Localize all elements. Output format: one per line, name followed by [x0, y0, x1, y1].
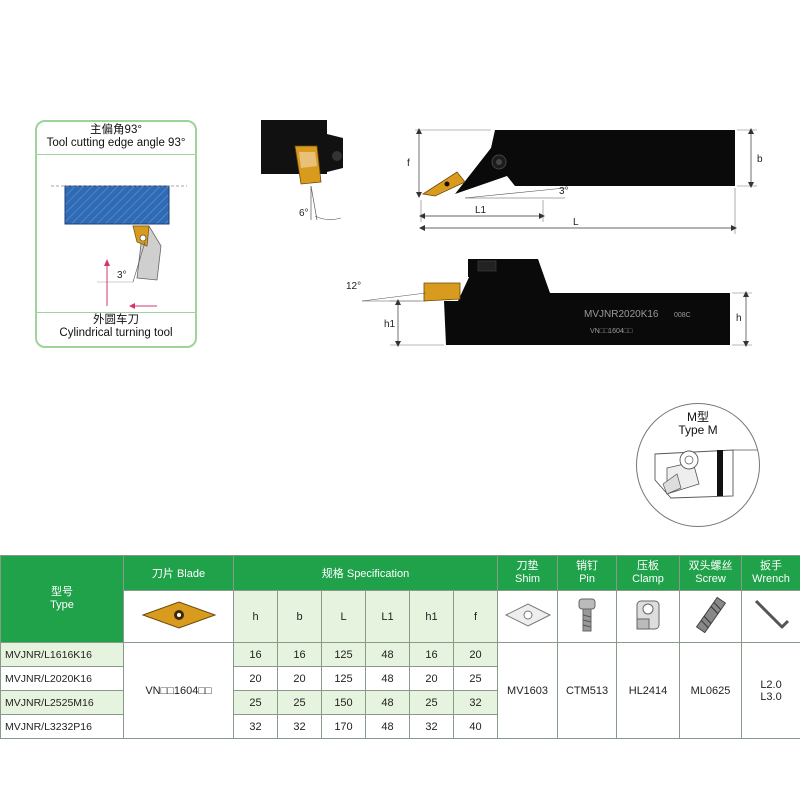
clamp-value: HL2414	[616, 642, 681, 739]
pin-value: CTM513	[557, 642, 618, 739]
dim-b-label: b	[757, 154, 763, 165]
clamp-icon	[636, 600, 660, 630]
blade-insert-icon	[141, 601, 216, 629]
header-blade: 刀片 Blade	[123, 555, 234, 591]
side-view-drawing: MVJNR2020K16 008C VN□□1604□□ 12° h1 h	[346, 259, 752, 347]
insert	[421, 171, 466, 197]
wrench-icon	[754, 599, 790, 629]
divider	[37, 312, 195, 313]
col-head-f: f	[452, 590, 499, 643]
end-view-drawing: 6°	[261, 120, 343, 221]
clamp-image-cell	[616, 590, 681, 643]
wrench-image-cell	[741, 590, 800, 643]
col-head-L: L	[321, 590, 366, 643]
pin-image-cell	[557, 590, 618, 643]
cutting-diagram: 3°	[51, 185, 187, 309]
top-view-drawing: f b 3° L1 L	[407, 128, 763, 234]
table-row: MVJNR/L2525M16 25 25 150 48 25 32	[0, 690, 800, 715]
holder-code-text: 008C	[674, 312, 691, 319]
table-row: MVJNR/L3232P16 32 32 170 48 32 40	[0, 714, 800, 739]
screw-icon	[695, 596, 726, 634]
dim-f-label: f	[407, 158, 410, 169]
dim-h1-label: h1	[384, 319, 396, 330]
angle-12-label: 12°	[346, 281, 361, 292]
shim-image-cell	[497, 590, 559, 643]
holder-insert-text: VN□□1604□□	[590, 328, 633, 335]
shim-icon	[504, 603, 551, 627]
row-type: MVJNR/L2020K16	[0, 666, 124, 691]
turning-caption: 外圆车刀 Cylindrical turning tool	[59, 314, 173, 339]
pin-icon	[578, 598, 596, 632]
row-type: MVJNR/L3232P16	[0, 714, 124, 739]
table-row: MVJNR/L1616K16 VN□□1604□□ 16 16 125 48 1…	[0, 642, 800, 739]
col-head-h: h	[233, 590, 278, 643]
holder-model-text: MVJNR2020K16	[584, 309, 659, 320]
dim-l-label: L	[573, 217, 579, 228]
row-type: MVJNR/L1616K16	[0, 642, 124, 667]
shim-value: MV1603	[497, 642, 559, 739]
dim-h-label: h	[736, 313, 742, 324]
screw-image-cell	[679, 590, 743, 643]
row-type: MVJNR/L2525M16	[0, 690, 124, 715]
divider	[37, 154, 195, 155]
col-head-h1: h1	[409, 590, 454, 643]
blade-image-cell	[123, 590, 234, 643]
screw-value: ML0625	[679, 642, 743, 739]
cutting-angle-info-box: 主偏角93° Tool cutting edge angle 93° 3° 外圆…	[35, 120, 197, 348]
col-head-b: b	[277, 590, 322, 643]
dim-l1-label: L1	[475, 205, 487, 216]
angle-3-top-label: 3°	[559, 186, 569, 197]
insert	[423, 282, 461, 302]
table-row: MVJNR/L2020K16 20 20 125 48 20 25	[0, 666, 800, 691]
col-head-L1: L1	[365, 590, 410, 643]
cutting-angle-caption: 主偏角93° Tool cutting edge angle 93°	[46, 124, 186, 149]
angle-6-label: 6°	[299, 208, 309, 219]
header-specification: 规格 Specification	[232, 555, 499, 591]
blade-value: VN□□1604□□	[123, 642, 234, 739]
type-m-detail: M型 Type M	[636, 403, 760, 527]
angle-3-label: 3°	[117, 270, 127, 281]
workpiece	[64, 185, 170, 225]
